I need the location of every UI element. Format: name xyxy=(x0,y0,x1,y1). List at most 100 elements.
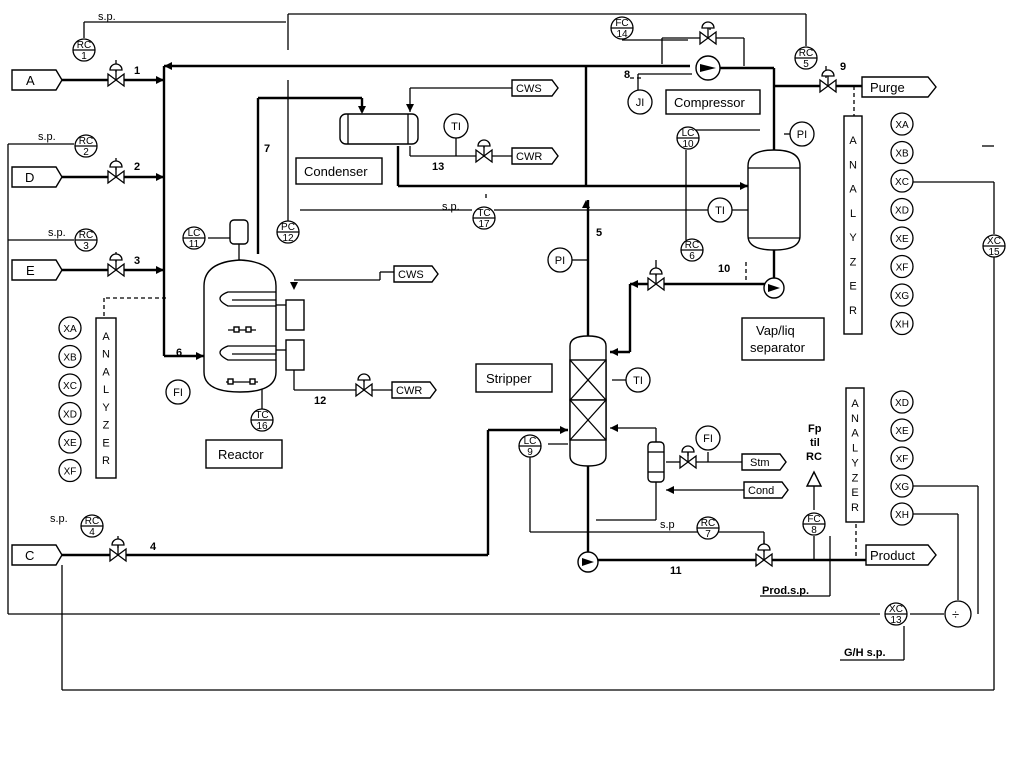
analyzer-letter: L xyxy=(850,208,856,220)
sp-rc1: s.p. xyxy=(98,11,116,23)
condensate-output: Cond xyxy=(743,481,789,499)
analyzer-xd: XD xyxy=(890,390,914,414)
steam-input: Stm xyxy=(741,453,787,471)
analyzer-letter: Z xyxy=(852,472,859,484)
analyzer-xf-label: XF xyxy=(896,263,909,274)
analyzer-letter: R xyxy=(851,502,859,514)
cwr-reactor: CWR xyxy=(391,381,437,399)
sp-rc2: s.p. xyxy=(38,131,56,143)
svg-text:Fp: Fp xyxy=(808,423,822,435)
stream-7: 7 xyxy=(264,143,270,155)
analyzer-xf-label: XF xyxy=(896,454,909,465)
reactor xyxy=(203,219,305,393)
feed-c-label: C xyxy=(25,548,34,563)
analyzer-letter: R xyxy=(102,455,110,467)
stream-3: 3 xyxy=(134,255,140,267)
controller-tc16-tag: TC xyxy=(255,410,268,421)
stream-11: 11 xyxy=(670,565,682,577)
controller-rc7-tag: RC xyxy=(701,518,715,529)
controllers: RC1RC2RC3RC4RC5RC6RC7FC14FC8LC10LC11LC9P… xyxy=(72,16,1006,626)
stream-13: 13 xyxy=(432,161,444,173)
analyzer-xd-label: XD xyxy=(895,206,909,217)
analyzer-xf: XF xyxy=(890,446,914,470)
controller-rc4-tag: RC xyxy=(85,516,99,527)
indicator-ti_str: TI xyxy=(625,367,651,393)
analyzer-xf-label: XF xyxy=(64,467,77,478)
indicator-ti_cond: TI xyxy=(443,113,469,139)
analyzer-xh-label: XH xyxy=(895,320,909,331)
sp-tc17: s.p. xyxy=(442,201,460,213)
separator-label-line1: Vap/liq xyxy=(756,323,795,338)
controller-fc8: FC8 xyxy=(802,512,826,536)
cwr-condenser: CWR xyxy=(511,147,559,165)
controller-rc6: RC6 xyxy=(680,238,704,262)
analyzer-xa: XA xyxy=(58,316,82,340)
indicator-ji: JI xyxy=(627,89,653,115)
controller-rc3: RC3 xyxy=(74,228,98,252)
compressor xyxy=(695,55,721,81)
analyzer-xd-label: XD xyxy=(895,398,909,409)
analyzer-xc-label: XC xyxy=(63,381,77,392)
fp-note: Fp til RC xyxy=(805,423,823,487)
controller-xc15-tag: XC xyxy=(987,236,1001,247)
analyzer-xf: XF xyxy=(58,458,82,483)
controller-rc1-tag: RC xyxy=(77,40,91,51)
svg-text:Stm: Stm xyxy=(750,457,770,469)
controller-lc9-tag: LC xyxy=(524,436,537,447)
sp-rc4: s.p. xyxy=(50,513,68,525)
valve-steam xyxy=(679,445,697,470)
compressor-label-box: Compressor xyxy=(665,89,761,115)
controller-rc5-num: 5 xyxy=(803,59,809,70)
analyzer-sample-lines xyxy=(103,77,857,560)
analyzer-letter: E xyxy=(851,487,858,499)
stripper-label-box: Stripper xyxy=(475,363,553,393)
controller-xc15-num: 15 xyxy=(988,247,1000,258)
controller-rc3-tag: RC xyxy=(79,230,93,241)
control-valves xyxy=(107,21,837,568)
analyzer-xe-label: XE xyxy=(63,438,77,449)
controller-fc8-num: 8 xyxy=(811,525,817,536)
analyzer-xe: XE xyxy=(890,418,914,442)
controller-pc12-num: 12 xyxy=(282,233,294,244)
analyzer-xc-label: XC xyxy=(895,177,909,188)
purge-output: Purge xyxy=(861,76,937,98)
controller-lc9-num: 9 xyxy=(527,447,533,458)
analyzer-letter: A xyxy=(851,398,859,410)
indicator-pi_sep-label: PI xyxy=(797,129,807,141)
indicator-ti_cond-label: TI xyxy=(451,121,461,133)
controller-xc13-tag: XC xyxy=(889,604,903,615)
analyzer-xf: XF xyxy=(890,254,914,279)
controller-rc2-num: 2 xyxy=(83,147,89,158)
ratio-divider: ÷ xyxy=(944,600,972,628)
vapor-liquid-separator xyxy=(747,149,801,251)
valve-feed-c xyxy=(109,538,127,563)
stream-8: 8 xyxy=(624,69,630,81)
controller-rc1-num: 1 xyxy=(81,51,87,62)
analyzer-letter: L xyxy=(103,384,109,396)
analyzer-xd-label: XD xyxy=(63,410,77,421)
stream-9: 9 xyxy=(840,61,846,73)
analyzer-letter: A xyxy=(849,135,857,147)
controller-pc12-tag: PC xyxy=(281,222,295,233)
analyzer-letter: R xyxy=(849,305,857,317)
valve-separator xyxy=(647,267,665,292)
analyzer-xb: XB xyxy=(58,344,82,369)
analyzer-letter: A xyxy=(849,184,857,196)
indicator-fi_rx: FI xyxy=(165,379,191,405)
controller-lc10-tag: LC xyxy=(682,128,695,139)
separator-label-line2: separator xyxy=(750,340,806,355)
stream-numbers: 1 2 3 4 5 6 7 8 9 10 11 12 13 xyxy=(134,61,846,577)
controller-rc4-num: 4 xyxy=(89,527,95,538)
svg-text:CWR: CWR xyxy=(516,151,542,163)
svg-text:CWR: CWR xyxy=(396,385,422,397)
svg-text:til: til xyxy=(810,437,820,449)
svg-text:CWS: CWS xyxy=(516,83,542,95)
analyzer-xg: XG xyxy=(890,474,914,498)
controller-rc5: RC5 xyxy=(794,46,818,70)
setpoint-labels: s.p. s.p. s.p. s.p. s.p. s.p Prod.s.p. G… xyxy=(38,11,886,659)
analyzer-letter: Y xyxy=(851,457,859,469)
